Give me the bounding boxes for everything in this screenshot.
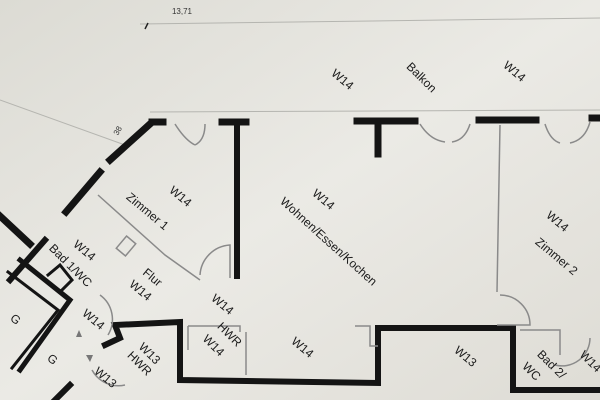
- dimension-lines: [0, 17, 600, 146]
- dimension-total-width: 13,71: [172, 7, 193, 16]
- walls: [0, 114, 600, 400]
- door-swings: [91, 121, 591, 387]
- thin-partitions: [97, 124, 561, 375]
- marker-triangles: [76, 330, 93, 362]
